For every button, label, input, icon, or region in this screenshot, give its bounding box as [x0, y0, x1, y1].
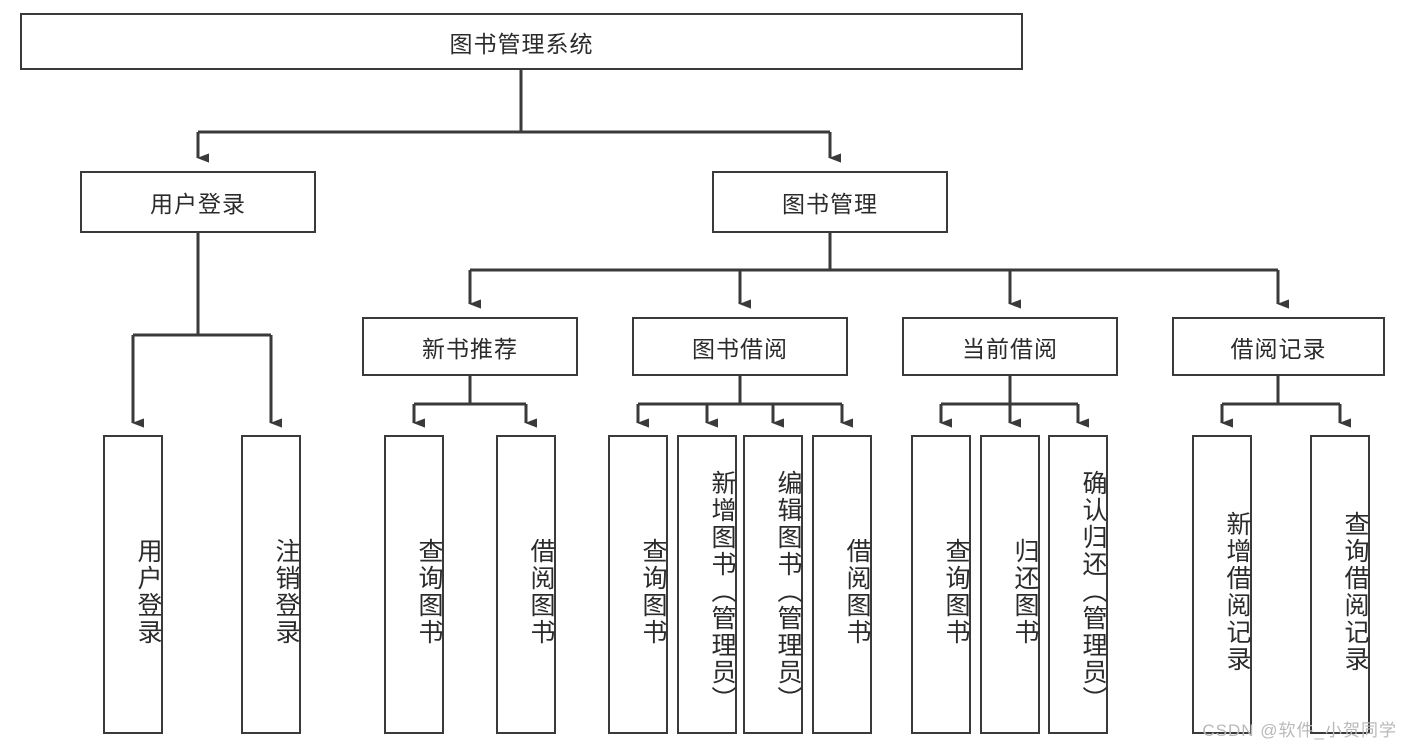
node-label: 图书借阅 [692, 335, 788, 362]
node-leaf-query-borrow-record[interactable]: 查询借阅记录 [1310, 435, 1370, 734]
node-label: 注销登录 [272, 537, 300, 646]
node-book-manage[interactable]: 图书管理 [712, 171, 948, 233]
node-label: 确认归还（管理员） [1079, 470, 1107, 713]
node-label: 借阅记录 [1230, 335, 1327, 362]
node-leaf-add-book-admin[interactable]: 新增图书（管理员） [677, 435, 737, 734]
node-book-borrow[interactable]: 图书借阅 [632, 317, 848, 376]
node-label: 用户登录 [150, 191, 246, 217]
node-leaf-add-borrow-record[interactable]: 新增借阅记录 [1192, 435, 1252, 734]
node-label: 新书推荐 [422, 335, 518, 362]
node-leaf-borrow-book-2[interactable]: 借阅图书 [812, 435, 872, 734]
node-leaf-confirm-return-admin[interactable]: 确认归还（管理员） [1048, 435, 1108, 734]
node-label: 查询图书 [415, 537, 443, 646]
node-label: 新增借阅记录 [1223, 510, 1251, 673]
node-label: 借阅图书 [527, 537, 555, 646]
node-label: 归还图书 [1011, 537, 1039, 646]
node-leaf-query-book-1[interactable]: 查询图书 [384, 435, 444, 734]
node-new-book-recommend[interactable]: 新书推荐 [362, 317, 578, 376]
node-leaf-borrow-book-1[interactable]: 借阅图书 [496, 435, 556, 734]
node-leaf-edit-book-admin[interactable]: 编辑图书（管理员） [743, 435, 803, 734]
node-leaf-logout-login[interactable]: 注销登录 [241, 435, 301, 734]
node-label: 图书管理 [782, 191, 878, 217]
node-label: 借阅图书 [843, 537, 871, 646]
node-leaf-query-book-3[interactable]: 查询图书 [911, 435, 971, 734]
node-label: 图书管理系统 [449, 30, 594, 57]
node-label: 当前借阅 [962, 335, 1058, 362]
node-leaf-return-book[interactable]: 归还图书 [980, 435, 1040, 734]
node-user-login[interactable]: 用户登录 [80, 171, 316, 233]
node-leaf-query-book-2[interactable]: 查询图书 [608, 435, 668, 734]
csdn-watermark: CSDN @软件_小贺同学 [1202, 721, 1397, 740]
node-current-borrow[interactable]: 当前借阅 [902, 317, 1118, 376]
node-label: 编辑图书（管理员） [774, 470, 802, 713]
node-leaf-user-login[interactable]: 用户登录 [103, 435, 163, 734]
node-label: 查询图书 [639, 537, 667, 646]
node-borrow-record[interactable]: 借阅记录 [1172, 317, 1385, 376]
node-label: 用户登录 [134, 537, 162, 646]
node-label: 查询借阅记录 [1341, 510, 1369, 673]
node-label: 查询图书 [942, 537, 970, 646]
node-label: 新增图书（管理员） [708, 470, 736, 713]
node-book-management-system[interactable]: 图书管理系统 [20, 13, 1023, 70]
